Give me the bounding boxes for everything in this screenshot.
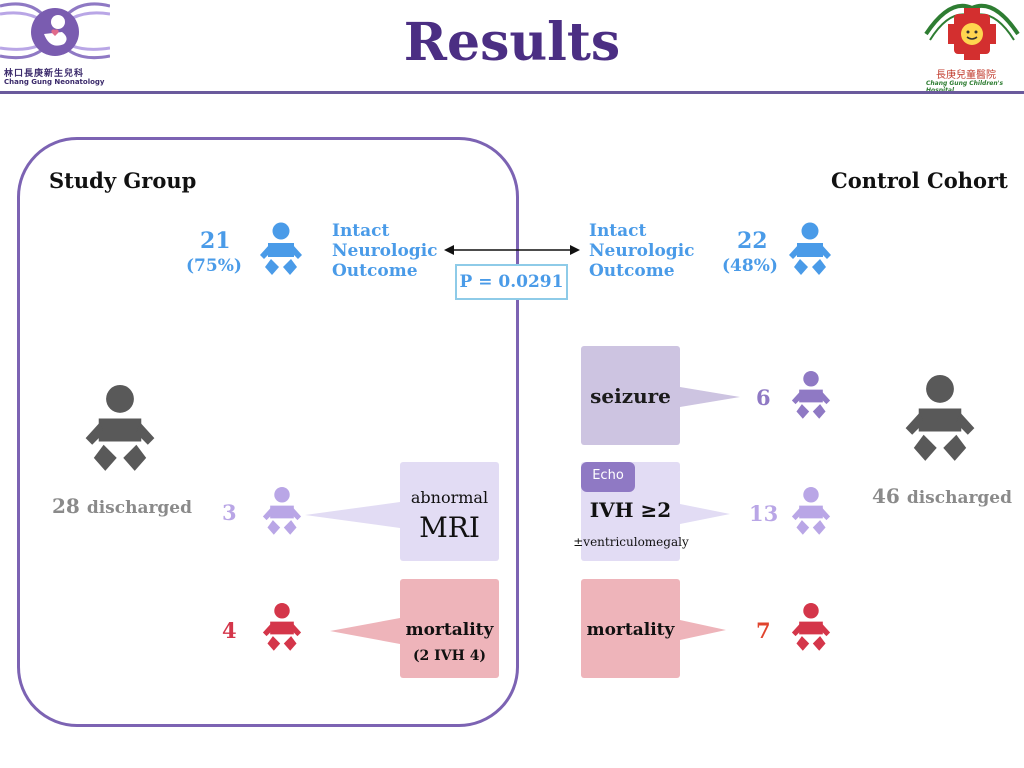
childrens-hospital-logo-icon [924, 3, 1020, 60]
control-discharged: 46 discharged [872, 484, 1012, 508]
mri-label-mri: MRI [419, 511, 480, 544]
seizure-label: seizure [590, 384, 671, 408]
childrens-hospital-logo-en: Chang Gung Children's Hospital [926, 80, 1004, 94]
echo-tag: Echo [581, 462, 635, 492]
baby-icon [85, 385, 155, 471]
ivh-label: IVH ≥2 [589, 498, 672, 522]
neonatology-logo-en: Chang Gung Neonatology [4, 78, 105, 86]
baby-icon [791, 487, 831, 535]
childrens-hospital-logo [920, 0, 1024, 92]
baby-icon [789, 222, 831, 275]
page-title: Results [403, 12, 621, 73]
control-intact-count: 22 [737, 228, 768, 254]
baby-icon [905, 375, 975, 461]
control-seizure-count: 6 [756, 385, 771, 410]
control-mortality-label: mortality [586, 620, 675, 640]
seizure-card [581, 346, 680, 445]
ivh-pointer [680, 504, 730, 524]
study-group-frame [17, 137, 519, 727]
study-discharged: 28 discharged [52, 494, 192, 518]
control-mortality-pointer [680, 620, 726, 640]
study-mortality-detail: (2 IVH 4) [412, 648, 487, 664]
control-mortality-count: 7 [756, 618, 771, 643]
neonatology-logo [0, 0, 111, 92]
study-mortality-pointer [330, 618, 400, 644]
study-intact-count: 21 [200, 228, 231, 254]
control-intact-label: Intact Neurologic Outcome [589, 221, 695, 281]
study-mortality-card [400, 579, 499, 678]
neonatology-logo-cn: 林口長庚新生兒科 [4, 69, 85, 79]
baby-icon [791, 603, 831, 651]
control-intact-percent: (48%) [722, 256, 778, 276]
study-mortality-count: 4 [222, 618, 237, 643]
neonatology-logo-icon [0, 2, 111, 60]
baby-icon [791, 371, 831, 419]
p-value-box: P = 0.0291 [455, 264, 568, 300]
baby-icon [260, 222, 302, 275]
study-intact-percent: (75%) [186, 256, 242, 276]
seizure-pointer [680, 387, 740, 407]
baby-icon [262, 487, 302, 535]
header-divider [0, 91, 1024, 94]
ventriculomegaly-label: ±ventriculomegaly [573, 535, 689, 549]
control-mortality-card [581, 579, 680, 678]
study-mri-count: 3 [222, 500, 237, 525]
study-mortality-label: mortality [405, 620, 494, 640]
mri-label-abnormal: abnormal [410, 488, 489, 507]
mri-card [400, 462, 499, 561]
baby-icon [262, 603, 302, 651]
childrens-hospital-logo-cn: 長庚兒童醫院 [936, 70, 996, 81]
control-cohort-title: Control Cohort [831, 168, 1008, 193]
control-ivh-count: 13 [749, 501, 779, 526]
mri-pointer [305, 502, 400, 528]
study-intact-label: Intact Neurologic Outcome [332, 221, 438, 281]
study-group-title: Study Group [49, 168, 197, 193]
comparison-arrow [444, 245, 580, 255]
